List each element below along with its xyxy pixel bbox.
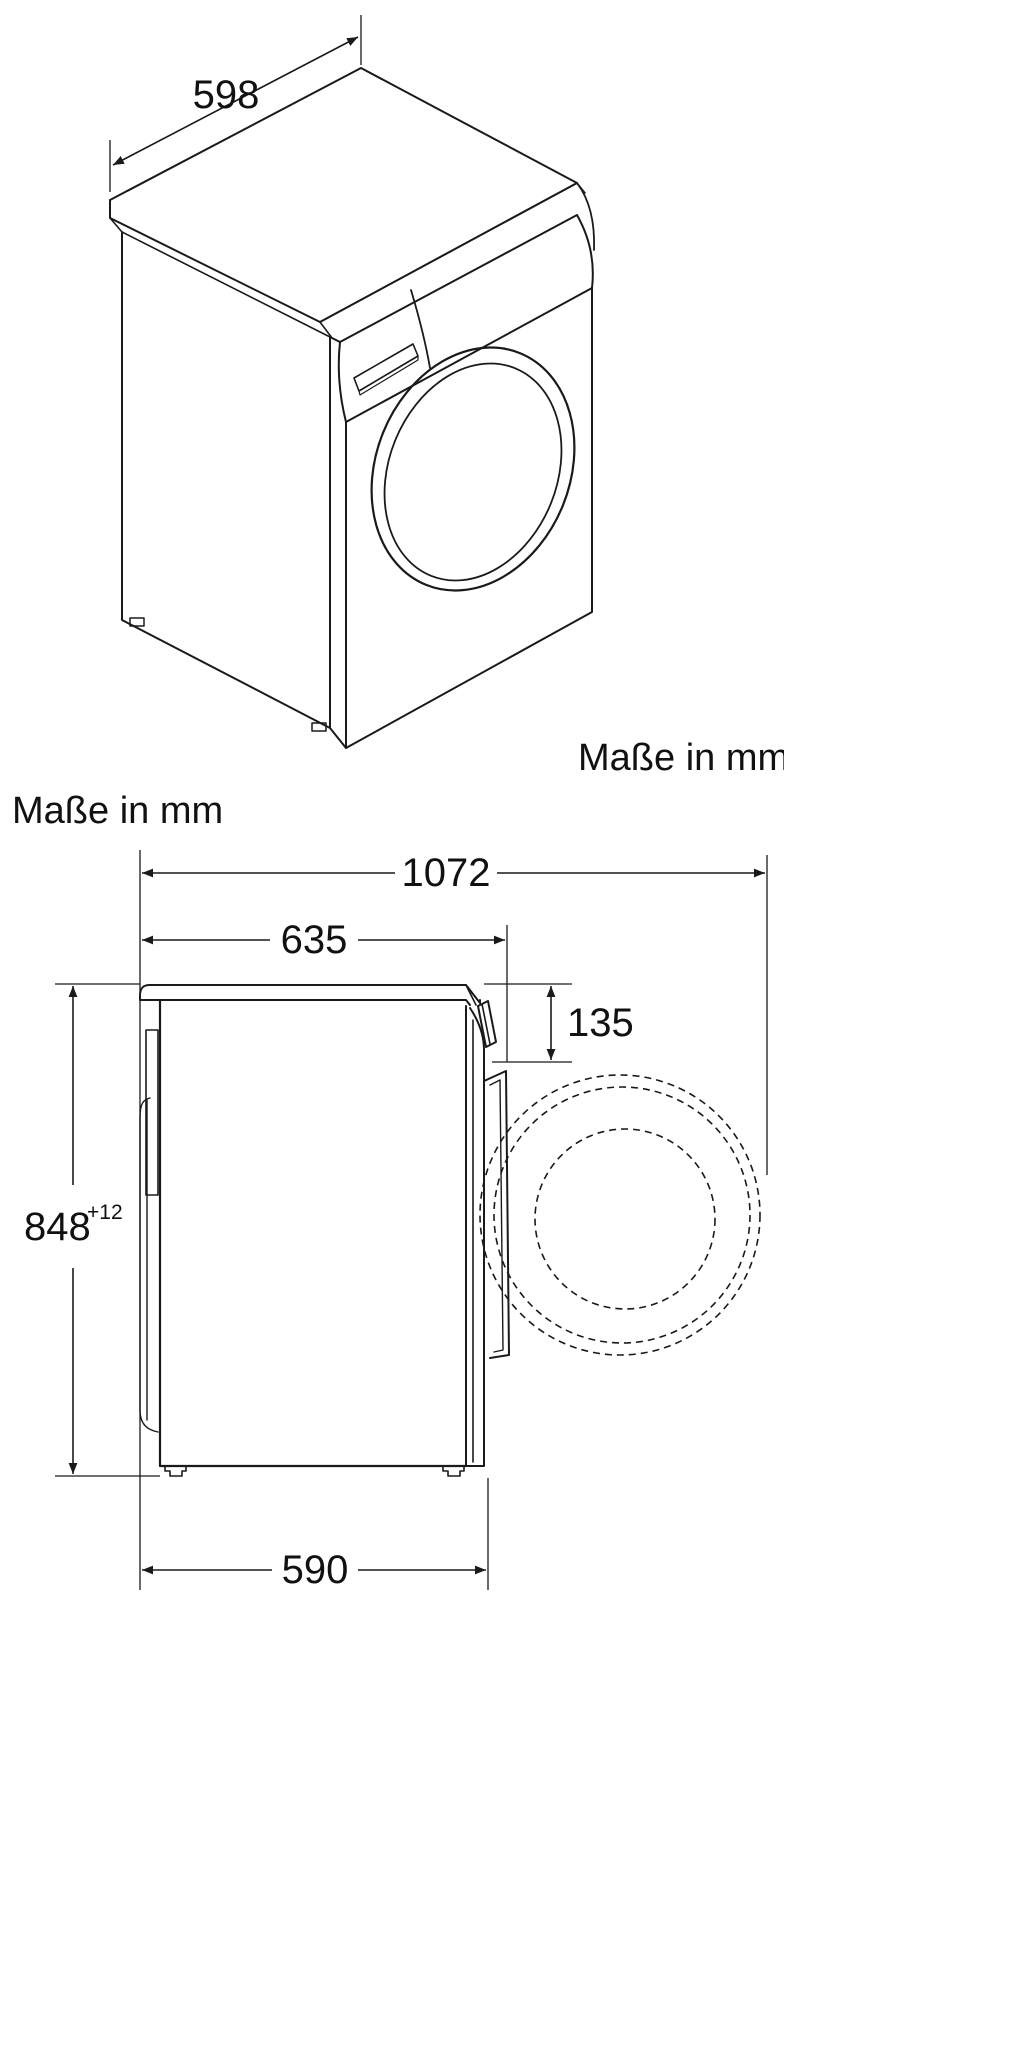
drawing-canvas: 598 Maße in mm Maße in mm bbox=[12, 15, 784, 1592]
side-view-washer: 1072 635 135 848 +12 590 bbox=[24, 850, 768, 1592]
door-glass bbox=[383, 362, 563, 582]
side-door-closed bbox=[483, 1070, 510, 1359]
side-units-caption: Maße in mm bbox=[12, 790, 223, 832]
dimension-drawing: 598 Maße in mm Maße in mm bbox=[12, 15, 784, 1592]
side-foot-rear bbox=[164, 1465, 187, 1477]
rear-panel-detail bbox=[145, 1029, 159, 1196]
front-panel bbox=[345, 287, 593, 749]
width-dimension-label: 598 bbox=[193, 73, 260, 117]
foot-left-front bbox=[311, 722, 327, 732]
door-outer-ring bbox=[370, 346, 576, 592]
side-top-slab bbox=[139, 984, 481, 1004]
control-panel-top bbox=[339, 214, 594, 343]
fascia-divider bbox=[410, 289, 431, 369]
door-swing-outer bbox=[479, 1074, 761, 1356]
width-dimension-line bbox=[112, 36, 359, 166]
top-slab-edge bbox=[109, 217, 333, 339]
side-foot-front bbox=[442, 1465, 465, 1477]
base-depth-label: 590 bbox=[282, 1548, 349, 1592]
front-edge-profile bbox=[465, 1005, 485, 1467]
program-knob bbox=[477, 1000, 497, 1048]
control-panel-left-edge bbox=[331, 337, 347, 423]
rear-hose bbox=[139, 1097, 159, 1433]
panel-height-label: 135 bbox=[567, 1001, 634, 1045]
isometric-washer: 598 bbox=[109, 15, 596, 749]
door-swing-middle bbox=[493, 1086, 751, 1344]
top-cover-slab bbox=[109, 67, 578, 323]
side-cabinet-outline bbox=[158, 998, 468, 1468]
top-units-caption: Maße in mm bbox=[578, 737, 784, 779]
foot-left-rear bbox=[129, 617, 145, 627]
total-depth-label: 1072 bbox=[402, 851, 491, 895]
detergent-drawer bbox=[353, 343, 419, 392]
left-side-panel bbox=[121, 231, 331, 729]
door-swing-inner bbox=[534, 1128, 716, 1310]
height-label: 848 bbox=[24, 1205, 91, 1249]
body-depth-label: 635 bbox=[281, 918, 348, 962]
height-tolerance-label: +12 bbox=[87, 1201, 123, 1224]
